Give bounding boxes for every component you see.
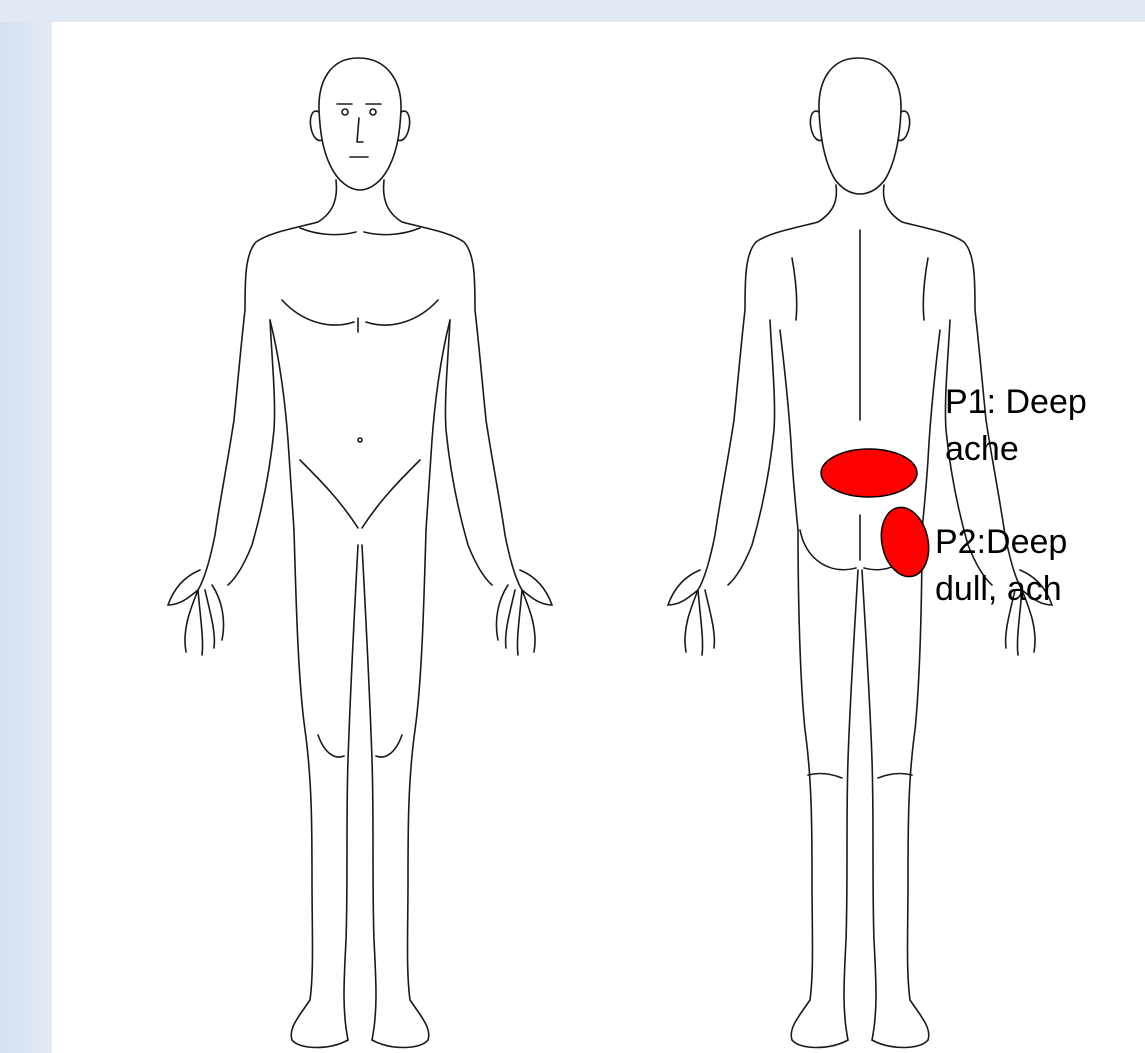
p2-label-line1: P2:Deep bbox=[935, 522, 1067, 562]
p1-label-line1: P1: Deep bbox=[945, 382, 1087, 422]
body-chart-slide: P1: Deep ache P2:Deep dull, ach bbox=[52, 22, 1145, 1053]
left-background-band bbox=[0, 0, 52, 1053]
top-background-band bbox=[0, 0, 1145, 22]
p2-label-line2: dull, ach bbox=[935, 569, 1062, 609]
p1-pain-marker bbox=[821, 449, 917, 497]
front-body-figure bbox=[168, 58, 552, 1048]
p1-label-line2: ache bbox=[945, 429, 1019, 469]
